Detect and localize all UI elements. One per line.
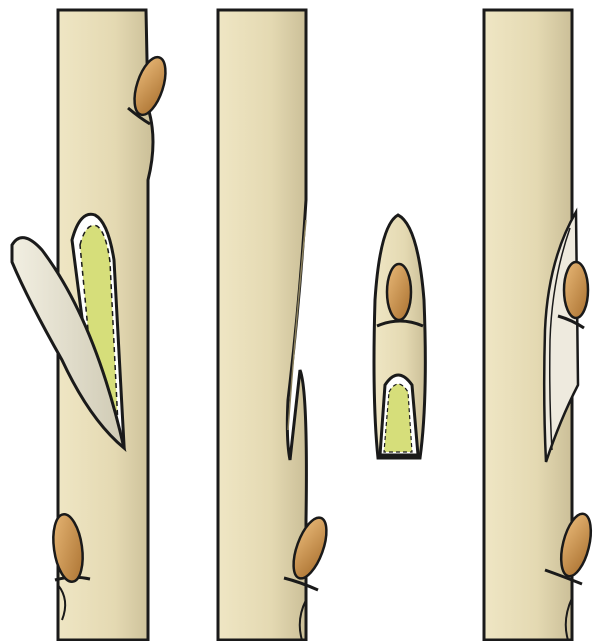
bud-icon [387,264,411,320]
stem [218,10,306,640]
cambium-exposed [380,375,418,455]
panel-stock-with-bark-flap [12,10,172,640]
panel-inserted-graft [484,10,595,640]
panel-bud-shield [374,215,425,458]
panel-stock-with-cut [218,10,333,640]
